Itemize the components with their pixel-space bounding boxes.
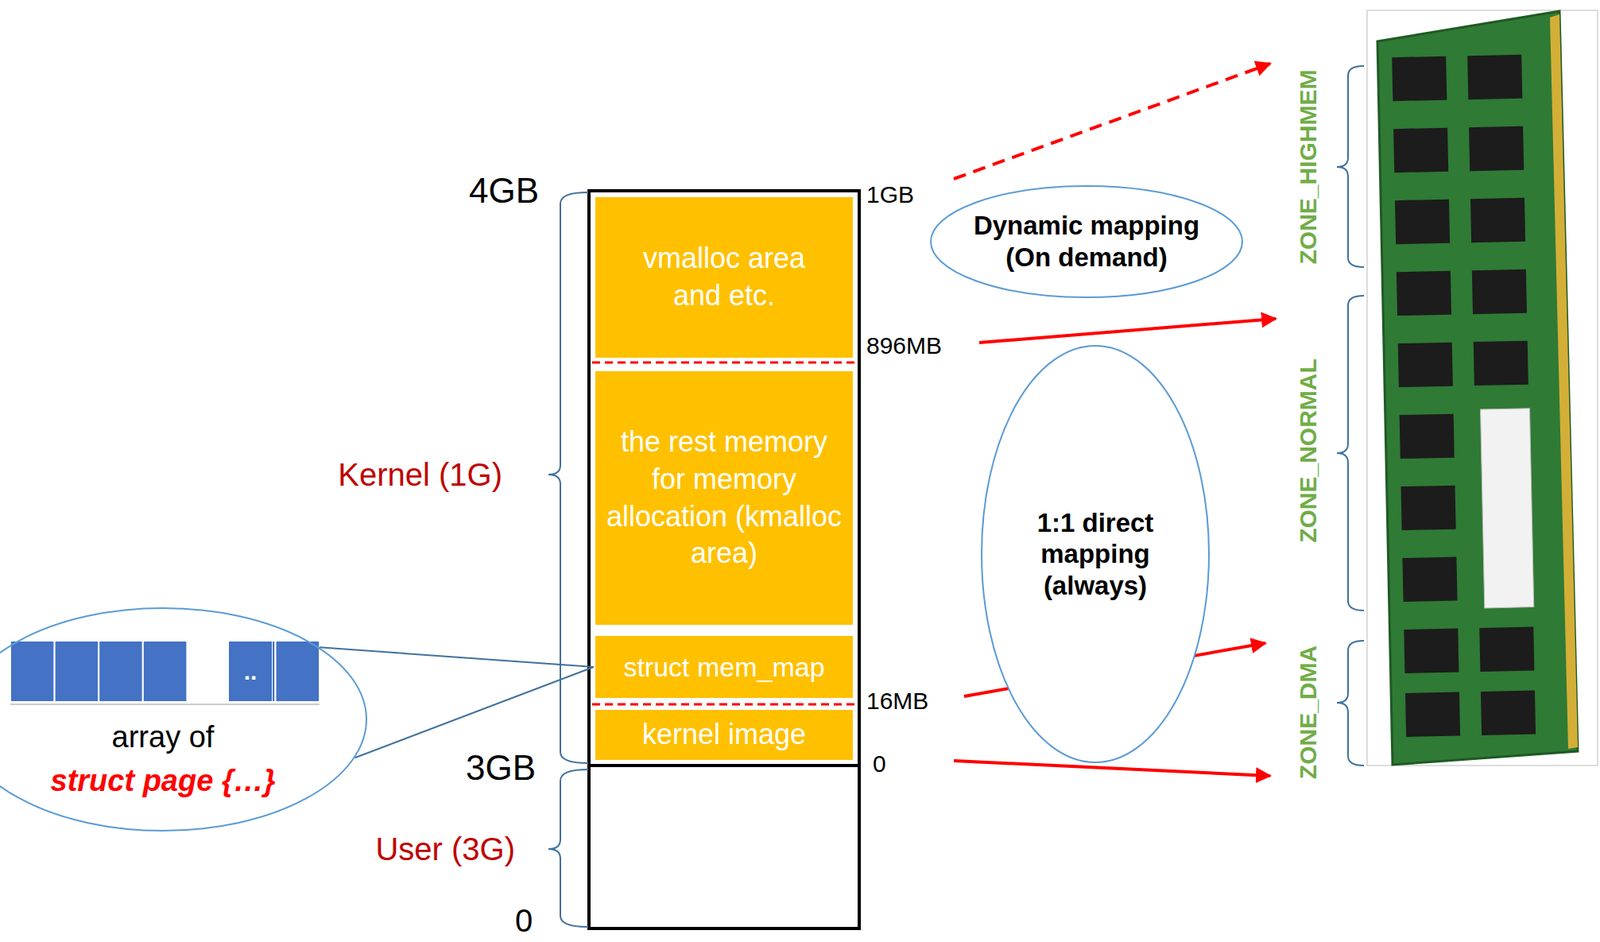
memory-region-box: kernel image (593, 708, 855, 762)
node-label: .. (244, 659, 258, 684)
mapping-arrow (953, 63, 1276, 776)
zone-label: ZONE_HIGHMEM (1294, 69, 1322, 264)
ram-chips (1391, 54, 1536, 737)
ram-board (1377, 11, 1578, 765)
ram-frame (1367, 10, 1598, 766)
ellipse-shape (981, 345, 1209, 763)
offset-label: 16MB (866, 687, 929, 714)
node-label: the rest memory for memory allocation (k… (604, 423, 844, 573)
callout-ellipse: array ofstruct page {…}.. (0, 607, 368, 832)
node-label: struct mem_map (623, 649, 825, 685)
boundary-line (592, 361, 857, 365)
mapping-ellipse: 1:1 direct mapping (always) (980, 344, 1210, 764)
callout-text: struct page {…} (50, 759, 276, 803)
address-label: 0 (515, 902, 533, 938)
zone-label: ZONE_NORMAL (1294, 358, 1322, 543)
array-base (10, 704, 320, 706)
address-label: 3GB (465, 748, 536, 787)
memory-column (588, 190, 860, 929)
node-label: kernel image (642, 716, 806, 754)
callout-leader (319, 646, 594, 758)
address-label: 4GB (468, 171, 539, 210)
node-label: Dynamic mapping (On demand) (967, 209, 1206, 273)
ellipse-shape (0, 608, 367, 831)
memory-region-box: struct mem_map (593, 634, 855, 700)
memory-region-box: vmalloc area and etc. (593, 195, 855, 360)
callout-text: array of (112, 715, 215, 760)
offset-label: 0 (872, 750, 887, 777)
region-label: Kernel (1G) (337, 457, 503, 493)
region-label: User (3G) (375, 831, 516, 867)
array-cells (10, 640, 320, 702)
ram-contacts (1549, 14, 1578, 749)
brace (548, 65, 1364, 927)
zone-label: ZONE_DMA (1294, 645, 1322, 779)
ellipse-outline (0, 607, 368, 832)
ram-sticker (1480, 408, 1535, 609)
offset-label: 896MB (866, 332, 942, 359)
boundary-line (592, 703, 857, 706)
node-label: vmalloc area and etc. (620, 240, 828, 315)
ellipse-shape (930, 185, 1243, 298)
memory-region-box: the rest memory for memory allocation (k… (593, 369, 855, 627)
mapping-ellipse: Dynamic mapping (On demand) (929, 185, 1244, 299)
boundary-line (588, 763, 860, 768)
offset-label: 1GB (866, 181, 915, 208)
node-label: 1:1 direct mapping (always) (1023, 507, 1167, 602)
array-cell: .. (228, 640, 273, 702)
ellipse-outline (929, 185, 1244, 299)
